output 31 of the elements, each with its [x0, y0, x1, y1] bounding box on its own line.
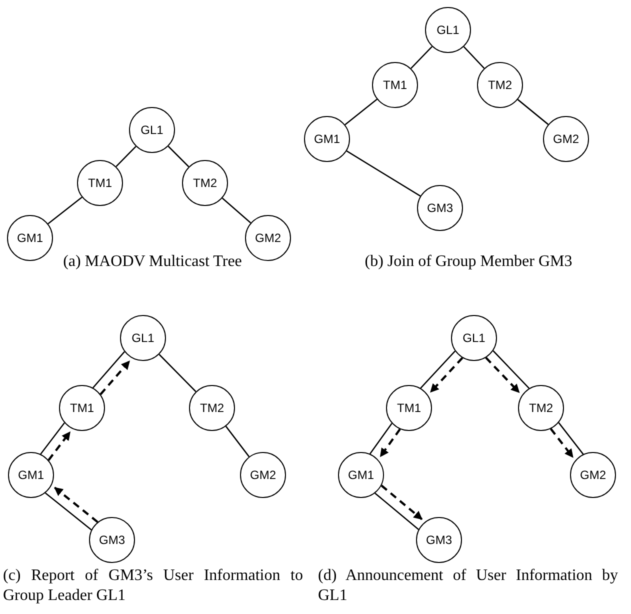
link-line	[410, 46, 432, 69]
dashed-arrow	[430, 357, 464, 393]
dashed-arrow	[485, 356, 520, 394]
dashed-arrow	[100, 360, 130, 396]
link-line	[492, 350, 530, 389]
caption: (b) Join of Group Member GM3	[364, 252, 574, 272]
link-line	[158, 354, 196, 392]
dashed-arrow	[54, 486, 98, 523]
link-line	[92, 351, 125, 388]
link-line	[44, 492, 92, 530]
link-line	[40, 422, 65, 454]
caption: (c) Report of GM3’s User Information to Group Leader GL1	[3, 566, 303, 606]
link-line	[369, 422, 392, 454]
link-line	[420, 350, 456, 389]
link-line	[116, 146, 136, 168]
link-line	[558, 422, 584, 455]
caption: (a) MAODV Multicast Tree	[62, 252, 243, 272]
dashed-arrow	[380, 428, 401, 458]
link-line	[222, 198, 252, 224]
caption: (d) Announcement of User Information by GL1	[318, 566, 618, 606]
dashed-arrow	[380, 484, 423, 520]
link-line	[346, 150, 421, 197]
link-line	[225, 426, 250, 458]
link-line	[517, 99, 549, 125]
link-line	[48, 196, 82, 224]
link-line	[374, 492, 419, 530]
dashed-arrow	[48, 431, 71, 461]
link-line	[168, 146, 190, 168]
link-line	[344, 98, 378, 126]
link-line	[463, 46, 485, 69]
dashed-arrow	[550, 428, 574, 458]
